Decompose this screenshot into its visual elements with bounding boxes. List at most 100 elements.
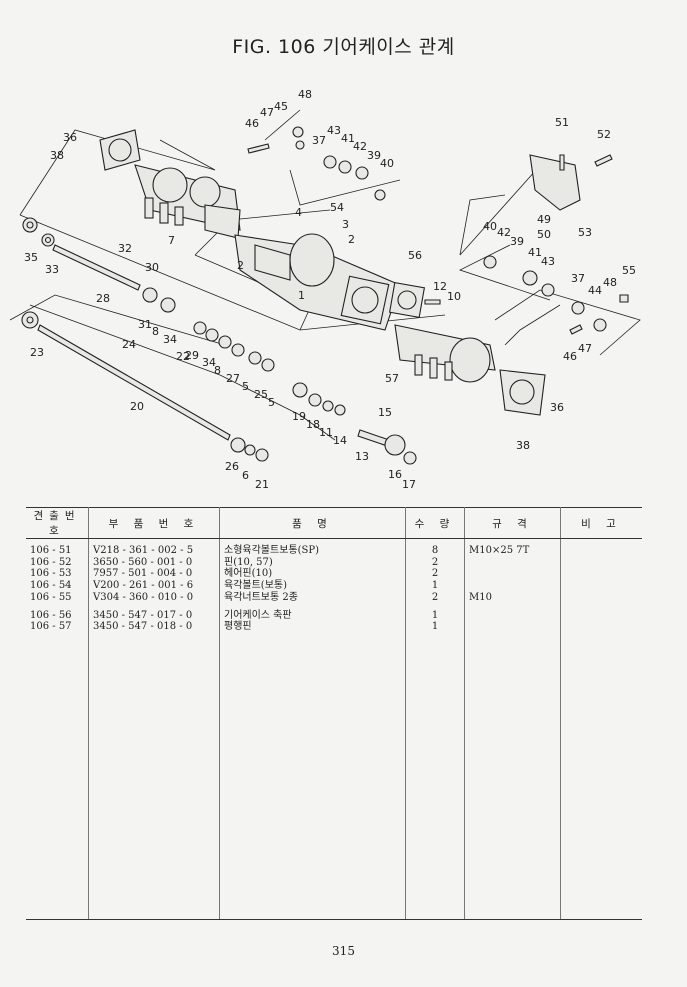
gear-case-cover-left bbox=[99, 129, 141, 171]
callout-number: 8 bbox=[152, 325, 159, 338]
note-cell bbox=[561, 610, 643, 622]
callout-number: 24 bbox=[122, 338, 136, 351]
note-cell bbox=[561, 592, 643, 604]
callout-number: 32 bbox=[118, 242, 132, 255]
header-part-no: 부 품 번 호 bbox=[88, 507, 220, 539]
table-row: 106 - 54 V200 - 261 - 001 - 6 육각볼트(보통) 1 bbox=[26, 580, 642, 592]
callout-number: 21 bbox=[255, 478, 269, 490]
callout-number: 17 bbox=[402, 478, 416, 490]
callout-number: 46 bbox=[563, 350, 577, 363]
callout-number: 25 bbox=[254, 388, 268, 401]
table-row: 106 - 56 3450 - 547 - 017 - 0 기어케이스 축판 1 bbox=[26, 609, 643, 622]
qty-cell: 2 bbox=[405, 568, 465, 581]
header-ref: 견출번호 bbox=[26, 507, 89, 539]
ref-cell: 106 - 56 bbox=[26, 609, 89, 622]
qty-cell: 1 bbox=[405, 580, 465, 592]
name-cell: 헤어핀(10) bbox=[219, 568, 406, 581]
part-no-cell: 3650 - 560 - 001 - 0 bbox=[88, 556, 220, 569]
figure-title: FIG. 106 기어케이스 관계 bbox=[232, 36, 455, 58]
callout-number: 2 bbox=[237, 259, 244, 272]
callout-number: 39 bbox=[367, 149, 381, 162]
callout-number: 2 bbox=[348, 233, 355, 246]
bearings-and-washers bbox=[21, 126, 607, 465]
callout-number: 11 bbox=[319, 426, 333, 439]
callout-number: 50 bbox=[537, 228, 551, 241]
ref-cell: 106 - 55 bbox=[26, 591, 89, 604]
callout-number: 35 bbox=[24, 251, 38, 264]
callout-number: 47 bbox=[578, 342, 592, 355]
callout-number: 53 bbox=[578, 226, 592, 239]
name-cell: 육각볼트(보통) bbox=[219, 580, 406, 592]
callout-number: 34 bbox=[202, 356, 216, 369]
callout-number: 5 bbox=[268, 396, 275, 409]
callout-number: 7 bbox=[168, 234, 175, 247]
qty-cell: 8 bbox=[405, 545, 465, 557]
bolts bbox=[247, 143, 629, 335]
callout-number: 18 bbox=[306, 418, 320, 431]
callout-number: 4 bbox=[295, 206, 302, 219]
callout-number: 13 bbox=[355, 450, 369, 463]
part-no-cell: V218 - 361 - 002 - 5 bbox=[88, 545, 220, 557]
callout-number: 36 bbox=[63, 131, 77, 144]
callout-number: 34 bbox=[163, 333, 177, 346]
callout-number: 12 bbox=[433, 280, 447, 293]
callout-number: 6 bbox=[242, 469, 249, 482]
ref-cell: 106 - 53 bbox=[26, 568, 89, 581]
callout-number: 33 bbox=[45, 263, 59, 276]
callout-number: 51 bbox=[555, 116, 569, 129]
parts-table: 견출번호 부 품 번 호 품 명 수 량 규 격 비 고 106 - 51 V2… bbox=[26, 507, 642, 920]
callout-number: 31 bbox=[138, 318, 152, 331]
header-qty: 수 량 bbox=[405, 507, 465, 539]
callout-number: 1 bbox=[298, 289, 305, 302]
callout-number: 41 bbox=[528, 246, 542, 259]
spec-cell bbox=[464, 621, 561, 633]
callout-number: 42 bbox=[353, 140, 367, 153]
part-no-cell: 3450 - 547 - 018 - 0 bbox=[88, 621, 220, 633]
ref-cell: 106 - 52 bbox=[26, 556, 89, 569]
callout-number: 38 bbox=[50, 149, 64, 162]
callout-number: 29 bbox=[185, 349, 199, 362]
callout-number: 27 bbox=[226, 372, 240, 385]
note-cell bbox=[561, 568, 643, 580]
callout-number: 57 bbox=[385, 372, 399, 385]
qty-cell: 2 bbox=[405, 556, 465, 569]
callout-number: 39 bbox=[510, 235, 524, 248]
spec-cell: M10 bbox=[464, 591, 561, 604]
table-row: 106 - 55 V304 - 360 - 010 - 0 육각너트보통 2종 … bbox=[26, 591, 643, 604]
parts-table-header: 견출번호 부 품 번 호 품 명 수 량 규 격 비 고 bbox=[26, 507, 642, 539]
header-spec: 규 격 bbox=[464, 507, 561, 539]
callout-number: 47 bbox=[260, 106, 274, 119]
callout-number: 10 bbox=[447, 290, 461, 303]
callout-number: 15 bbox=[378, 406, 392, 419]
callout-number: 48 bbox=[298, 88, 312, 101]
header-note: 비 고 bbox=[560, 507, 642, 539]
callout-number: 45 bbox=[274, 100, 288, 113]
callout-number: 43 bbox=[327, 124, 341, 137]
table-row: 106 - 52 3650 - 560 - 001 - 0 핀(10, 57) … bbox=[26, 556, 642, 569]
shafts bbox=[37, 244, 396, 449]
callout-number: 16 bbox=[388, 468, 402, 481]
callout-number: 5 bbox=[242, 380, 249, 393]
ref-cell: 106 - 54 bbox=[26, 580, 89, 592]
note-cell bbox=[561, 545, 643, 557]
callout-number: 40 bbox=[380, 157, 394, 170]
callout-number: 26 bbox=[225, 460, 239, 473]
qty-cell: 1 bbox=[405, 609, 465, 622]
callout-number: 30 bbox=[145, 261, 159, 274]
name-cell: 소형육각볼트보통(SP) bbox=[219, 545, 406, 557]
callout-number: 22 bbox=[176, 350, 190, 363]
flange-plate bbox=[388, 281, 426, 319]
name-cell: 육각너트보통 2종 bbox=[219, 591, 406, 604]
callout-number: 46 bbox=[245, 117, 259, 130]
table-row: 106 - 53 7957 - 501 - 004 - 0 헤어핀(10) 2 bbox=[26, 568, 643, 581]
callout-number: 44 bbox=[588, 284, 602, 297]
callout-number: 19 bbox=[292, 410, 306, 423]
spec-cell bbox=[464, 609, 561, 622]
name-cell: 핀(10, 57) bbox=[219, 556, 406, 569]
ref-cell: 106 - 57 bbox=[26, 621, 89, 633]
note-cell bbox=[561, 580, 643, 592]
part-no-cell: V200 - 261 - 001 - 6 bbox=[88, 580, 220, 592]
header-name: 품 명 bbox=[219, 507, 406, 539]
callout-number: 20 bbox=[130, 400, 144, 413]
exploded-parts-diagram: 48 45 47 46 37 43 41 42 39 40 36 38 54 4… bbox=[9, 88, 641, 490]
